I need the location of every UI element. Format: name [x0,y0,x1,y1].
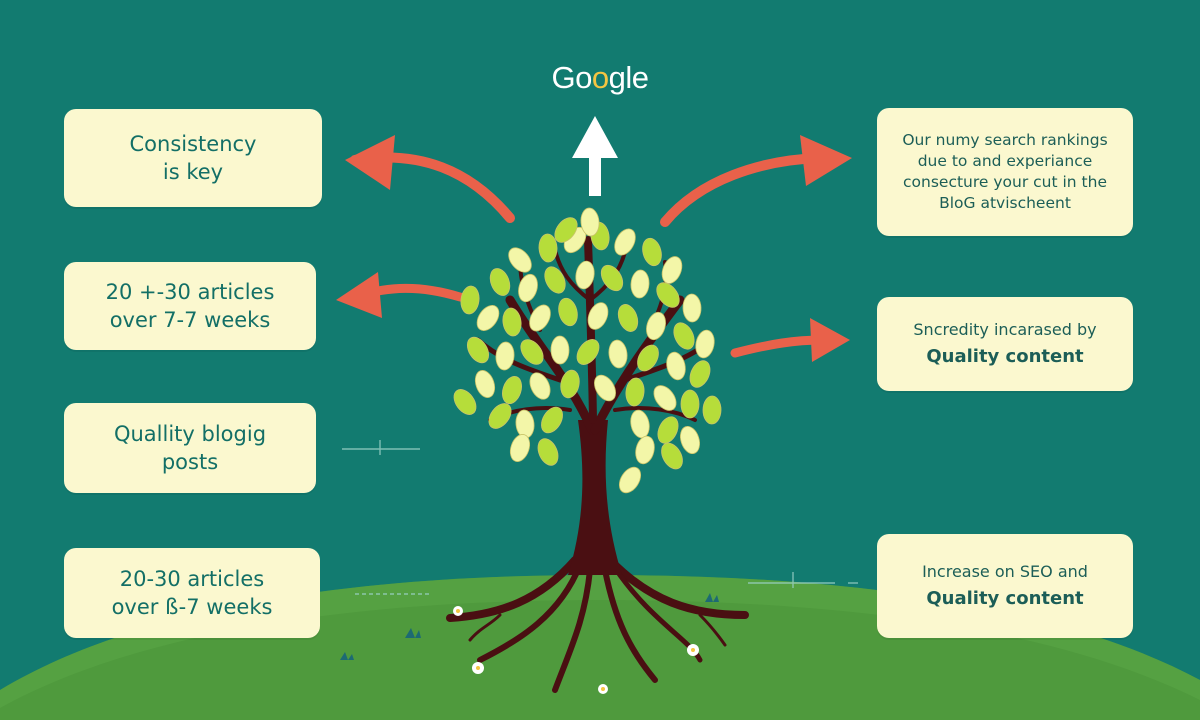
flower-icon [453,606,699,694]
seo-line1: Increase on SEO and [922,562,1088,582]
arrow-up-icon [572,116,618,196]
rankings-line1: Our numy search rankings [902,131,1108,150]
leaf [529,372,551,400]
quality-posts-box: Quallity blogig posts [64,403,316,493]
leaf [575,260,595,290]
google-logo-part3: gle [608,60,649,95]
google-logo-part1: Go [551,60,593,95]
curved-arrow-icon [800,135,852,186]
leaf [657,416,679,444]
leaf [495,341,515,371]
leaf [673,322,695,350]
leaf [558,297,578,327]
leaf [682,293,702,323]
leaf [502,307,522,337]
leaf [600,264,624,292]
leaf [680,389,700,419]
quality-posts-line2: posts [161,450,219,474]
leaf [637,344,659,372]
leaf [544,266,566,294]
leaf [587,302,609,330]
leaf [580,207,600,237]
consistency-line2: is key [162,160,224,184]
leaf [618,466,642,494]
leaf [695,329,715,359]
leaf [488,403,512,429]
connector-lines [342,440,858,595]
leaf [466,336,490,364]
leaf [460,285,480,315]
articles-top-line1: 20 +-30 articles [105,279,275,304]
quality-posts-line1: Quallity blogig [113,421,267,446]
leaf [653,385,677,411]
leaf [537,438,559,466]
leaf [661,442,683,470]
articles-bottom-line2: over ß-7 weeks [111,595,273,619]
credibility-box: Sncredity incarased by Quality content [877,297,1133,391]
articles-box-top: 20 +-30 articles over 7-7 weeks [64,262,316,350]
leaf [656,282,680,308]
leaf [554,217,578,243]
leaf [642,237,662,267]
grass-tuft-icons [340,593,719,660]
credibility-line1: Sncredity incarased by [913,320,1097,340]
arrow-to-rankings [660,135,852,227]
leaf [614,228,636,256]
leaf [550,335,570,365]
leaf [520,339,544,365]
consistency-line1: Consistency [129,131,257,156]
consistency-box: Consistency is key [64,109,322,207]
leaf [560,369,580,399]
leaf [508,247,532,273]
articles-box-bottom: 20-30 articles over ß-7 weeks [64,548,320,638]
articles-bottom-line1: 20-30 articles [119,566,265,591]
arrow-to-articles [336,272,465,318]
leaf [476,305,500,331]
leaf [689,360,711,388]
leaf [594,374,616,402]
google-logo: Google [520,60,680,96]
leaf [630,269,650,299]
credibility-line2: Quality content [926,345,1084,367]
leaf [541,406,563,434]
leaf [646,311,666,341]
leaf [576,339,600,365]
curved-arrow-icon [336,272,382,318]
curved-arrow-icon [810,318,850,362]
leaf [617,304,639,332]
leaf [529,304,551,332]
search-rankings-box: Our numy search rankings due to and expe… [877,108,1133,236]
leaf [680,425,700,455]
leaf [474,370,496,398]
leaf [509,434,531,462]
leaf [608,339,628,369]
leaf [666,351,686,381]
seo-box: Increase on SEO and Quality content [877,534,1133,638]
leaf [502,375,522,405]
rankings-line2: due to and experiance [917,152,1093,171]
leaf [702,395,722,425]
arrow-to-credibility [730,318,850,362]
leaf [453,389,477,415]
leaf [625,377,645,407]
articles-top-line2: over 7-7 weeks [109,308,271,332]
leaf [518,273,538,303]
curved-arrow-icon [345,135,395,190]
tree-icon [446,207,749,693]
leaf [538,233,558,263]
arrow-to-consistency [345,135,515,223]
leaf [489,268,511,296]
rankings-line4: BloG atvischeent [939,193,1071,212]
leaf [635,435,655,465]
google-logo-part2: o [591,60,609,95]
rankings-line3: consecture your cut in the [903,173,1107,191]
seo-line2: Quality content [926,587,1084,609]
